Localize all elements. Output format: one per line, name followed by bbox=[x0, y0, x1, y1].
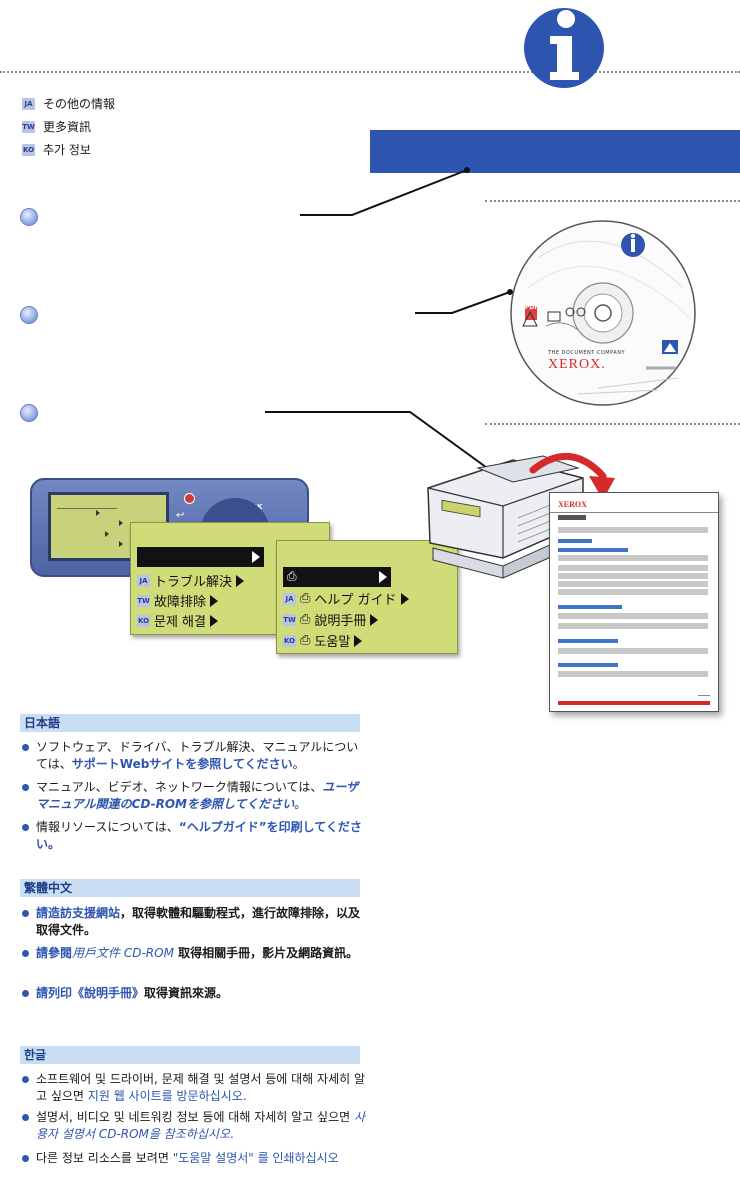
arrow-right-icon bbox=[209, 614, 218, 627]
arrow-right-icon bbox=[210, 594, 219, 607]
lang-tag: TW bbox=[137, 594, 150, 607]
panel-cancel-button[interactable] bbox=[184, 493, 195, 504]
header-lang-label: 更多資訊 bbox=[43, 120, 92, 134]
printer-icon: ⎙ bbox=[300, 591, 311, 606]
info-icon bbox=[523, 0, 605, 96]
lang-tag: KO bbox=[22, 143, 35, 156]
red-curved-arrow-icon bbox=[529, 453, 615, 500]
item-text: . bbox=[242, 1089, 247, 1103]
menu-item-ko-help-guide[interactable]: KO ⎙ 도움말 bbox=[283, 631, 363, 650]
item-text: 取得相關手冊，影片及網路資訊。 bbox=[173, 946, 359, 960]
ja-item-help-guide: 情報リソースについては、“ヘルプガイド”を印刷してください。 bbox=[20, 819, 365, 853]
cd-brand-name: XEROX. bbox=[548, 357, 606, 372]
help-guide-link[interactable]: "도움말 설명서" 를 인쇄하십시오 bbox=[172, 1151, 339, 1165]
item-text: 설명서, 비디오 및 네트워킹 정보 등에 대해 자세히 알고 싶으면 bbox=[36, 1110, 354, 1124]
panel-back-icon: ↩ bbox=[176, 510, 185, 521]
item-text: 소프트웨어 및 드라이버, 문제 해결 및 설명서 등에 대해 자세히 알고 싶… bbox=[36, 1072, 366, 1103]
support-website-link[interactable]: 지원 웹 사이트를 방문하십시오 bbox=[87, 1089, 243, 1103]
item-text: マニュアル、ビデオ、ネットワーク情報については、 bbox=[36, 780, 323, 794]
item-text: 取得資訊來源。 bbox=[144, 986, 229, 1000]
lcd-menu-help-guide: ⎙ JA ⎙ ヘルプ ガイド TW ⎙ 說明手冊 KO ⎙ 도움말 bbox=[276, 540, 458, 654]
item-text: 다른 정보 리소스를 보려면 bbox=[36, 1151, 173, 1165]
help-guide-link[interactable]: 請列印《說明手冊》 bbox=[36, 986, 145, 1000]
cd-pdf-label: PDF bbox=[525, 304, 539, 311]
lang-tag: JA bbox=[283, 592, 296, 605]
header-lang-tw: TW 更多資訊 bbox=[22, 118, 91, 135]
item-text: ，取得軟體和驅動程式，進行故障排除，以及取得文件。 bbox=[36, 906, 361, 937]
help-guide-link[interactable]: “ヘルプガイド”を印刷してください bbox=[36, 820, 362, 851]
lang-tag: KO bbox=[137, 614, 150, 627]
ko-item-support-website: 소프트웨어 및 드라이버, 문제 해결 및 설명서 등에 대해 자세히 알고 싶… bbox=[20, 1071, 365, 1105]
info-page-brand: XEROX bbox=[558, 500, 587, 509]
ja-item-support-website: ソフトウェア、ドライバ、トラブル解決、マニュアルについては、サポートWebサイト… bbox=[20, 739, 365, 773]
item-text: 。 bbox=[292, 757, 305, 771]
tw-item-documentation-cd: 請參閱用戶文件 CD-ROM 取得相關手冊，影片及網路資訊。 bbox=[20, 945, 365, 962]
menu-selected-row[interactable] bbox=[137, 547, 264, 567]
item-text: . bbox=[230, 1127, 234, 1141]
ko-item-documentation-cd: 설명서, 비디오 및 네트워킹 정보 등에 대해 자세히 알고 싶으면 사용자 … bbox=[20, 1109, 365, 1143]
menu-item-label: 문제 해결 bbox=[154, 615, 206, 630]
documentation-cd-link[interactable]: 請參閱 bbox=[36, 946, 73, 960]
lang-tag: TW bbox=[22, 120, 35, 133]
support-website-link[interactable]: サポートWebサイトを参照してください bbox=[71, 757, 293, 771]
title-banner bbox=[370, 130, 740, 173]
lang-tag: JA bbox=[137, 574, 150, 587]
step-bullet-1 bbox=[20, 208, 38, 226]
step-bullet-2 bbox=[20, 306, 38, 324]
item-text: 。 bbox=[48, 837, 61, 851]
lang-tag: JA bbox=[22, 97, 35, 110]
arrow-right-icon bbox=[354, 634, 363, 647]
cd-brand-tagline: THE DOCUMENT COMPANY bbox=[548, 350, 626, 356]
menu-item-tw-help-guide[interactable]: TW ⎙ 說明手冊 bbox=[283, 610, 379, 629]
cd-top-rule bbox=[485, 200, 740, 202]
arrow-right-icon bbox=[370, 613, 379, 626]
menu-item-label: トラブル解決 bbox=[154, 575, 233, 590]
printer-icon: ⎙ bbox=[300, 612, 311, 627]
documentation-cd-link[interactable]: 사용자 설명서 CD-ROM을 참조하십시오 bbox=[36, 1110, 366, 1141]
printer-icon: ⎙ bbox=[287, 569, 297, 583]
documentation-cd-link[interactable]: ユーザマニュアル関連のCD-ROMを参照してください bbox=[36, 780, 359, 811]
arrow-right-icon bbox=[379, 571, 387, 583]
header-rule bbox=[0, 71, 740, 73]
arrow-right-icon bbox=[400, 592, 409, 605]
tw-item-support-website: 請造訪支援網站，取得軟體和驅動程式，進行故障排除，以及取得文件。 bbox=[20, 905, 365, 939]
header-lang-ja: JA その他の情報 bbox=[22, 95, 115, 112]
menu-item-label: 說明手冊 bbox=[314, 614, 367, 629]
item-text: 。 bbox=[294, 797, 307, 811]
item-text: 情報リソースについては、 bbox=[36, 820, 179, 834]
arrow-right-icon bbox=[252, 551, 260, 563]
documentation-cd-link[interactable]: 用戶文件 CD-ROM bbox=[72, 946, 174, 960]
printer-icon: ⎙ bbox=[300, 633, 311, 648]
menu-item-label: ヘルプ ガイド bbox=[314, 593, 397, 608]
header-lang-label: 추가 정보 bbox=[43, 143, 91, 157]
lang-tag: TW bbox=[283, 613, 296, 626]
menu-item-label: 도움말 bbox=[314, 635, 351, 650]
menu-item-ko-troubleshooting[interactable]: KO 문제 해결 bbox=[137, 611, 218, 630]
printed-info-page: XEROX bbox=[549, 492, 719, 712]
menu-selected-row[interactable]: ⎙ bbox=[283, 567, 391, 587]
step-bullet-3 bbox=[20, 404, 38, 422]
header-lang-label: その他の情報 bbox=[43, 97, 116, 111]
section-heading-tw: 繁體中文 bbox=[20, 879, 360, 897]
section-heading-ja: 日本語 bbox=[20, 714, 360, 732]
menu-item-tw-troubleshooting[interactable]: TW 故障排除 bbox=[137, 591, 219, 610]
printer-top-rule bbox=[485, 423, 740, 425]
tw-item-help-guide: 請列印《說明手冊》取得資訊來源。 bbox=[20, 985, 365, 1002]
lang-tag: KO bbox=[283, 634, 296, 647]
menu-item-ja-help-guide[interactable]: JA ⎙ ヘルプ ガイド bbox=[283, 589, 409, 608]
arrow-right-icon bbox=[236, 574, 245, 587]
ja-item-documentation-cd: マニュアル、ビデオ、ネットワーク情報については、ユーザマニュアル関連のCD-RO… bbox=[20, 779, 365, 813]
item-text: ソフトウェア、ドライバ、トラブル解決、マニュアルについては、 bbox=[36, 740, 359, 771]
user-documentation-cd: PDF THE DOCUMENT COMPANY XEROX. bbox=[508, 218, 698, 408]
menu-item-ja-troubleshooting[interactable]: JA トラブル解決 bbox=[137, 571, 245, 590]
menu-item-label: 故障排除 bbox=[154, 595, 207, 610]
section-heading-ko: 한글 bbox=[20, 1046, 360, 1064]
header-lang-ko: KO 추가 정보 bbox=[22, 141, 91, 158]
support-website-link[interactable]: 請造訪支援網站 bbox=[36, 906, 121, 920]
ko-item-help-guide: 다른 정보 리소스를 보려면 "도움말 설명서" 를 인쇄하십시오 bbox=[20, 1150, 365, 1167]
